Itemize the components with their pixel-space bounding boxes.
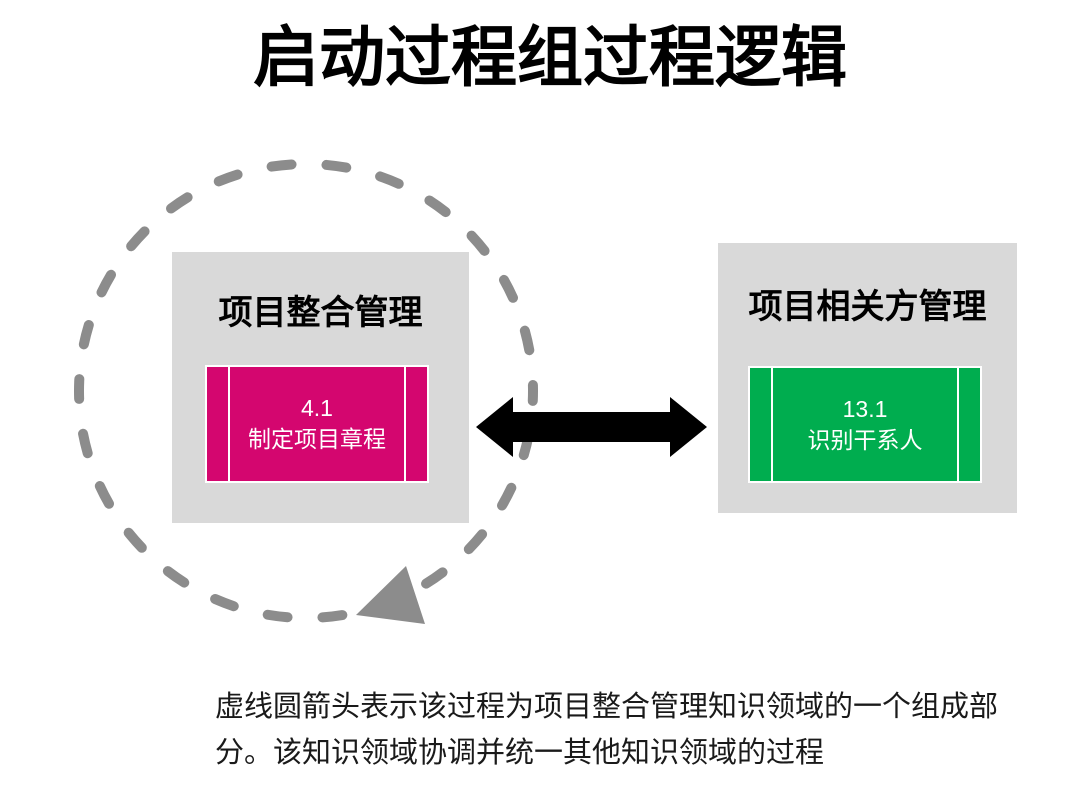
double-headed-arrow-icon (476, 397, 707, 457)
process-number: 13.1 (842, 395, 888, 422)
process-name: 识别干系人 (807, 426, 923, 453)
integration-knowledge-area-header: 项目整合管理 (218, 294, 423, 332)
integration-knowledge-area-box: 项目整合管理 4.1 制定项目章程 (172, 252, 469, 523)
page-title: 启动过程组过程逻辑 (253, 20, 847, 94)
process-right-divider (957, 368, 959, 481)
process-right-divider (404, 367, 406, 481)
dashed-circle-arrow-icon (74, 159, 538, 623)
process-left-divider (771, 368, 773, 481)
caption-line-1: 虚线圆箭头表示该过程为项目整合管理知识领域的一个组成部 (215, 691, 999, 723)
caption-line-2: 分。该知识领域协调并统一其他知识领域的过程 (215, 737, 825, 769)
caption: 虚线圆箭头表示该过程为项目整合管理知识领域的一个组成部 分。该知识领域协调并统一… (215, 684, 998, 776)
stakeholder-knowledge-area-box: 项目相关方管理 13.1 识别干系人 (718, 243, 1017, 513)
process-identify-stakeholders: 13.1 识别干系人 (748, 366, 982, 483)
stakeholder-knowledge-area-header: 项目相关方管理 (748, 288, 987, 326)
process-number: 4.1 (301, 395, 333, 421)
process-left-divider (228, 367, 230, 481)
process-develop-project-charter: 4.1 制定项目章程 (205, 365, 429, 483)
process-name: 制定项目章程 (248, 426, 386, 452)
dashed-circle-arrowhead-icon (356, 566, 425, 624)
